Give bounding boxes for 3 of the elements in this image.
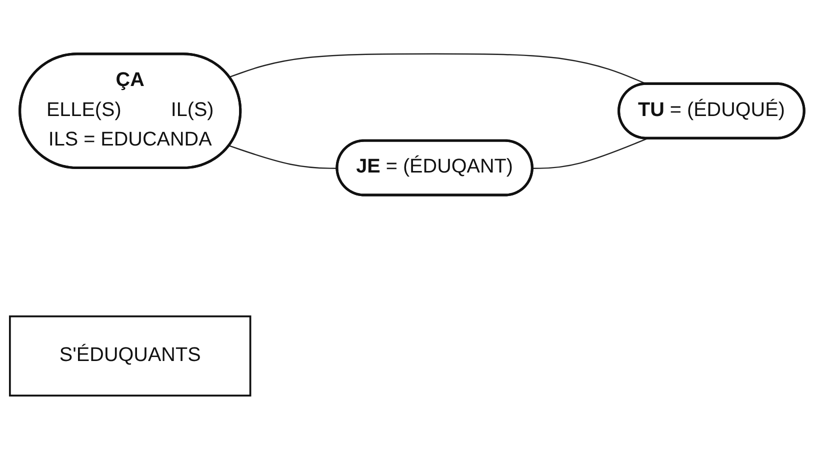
connector — [532, 138, 648, 169]
connector — [229, 145, 338, 169]
node-box: S'ÉDUQUANTS — [8, 315, 252, 396]
